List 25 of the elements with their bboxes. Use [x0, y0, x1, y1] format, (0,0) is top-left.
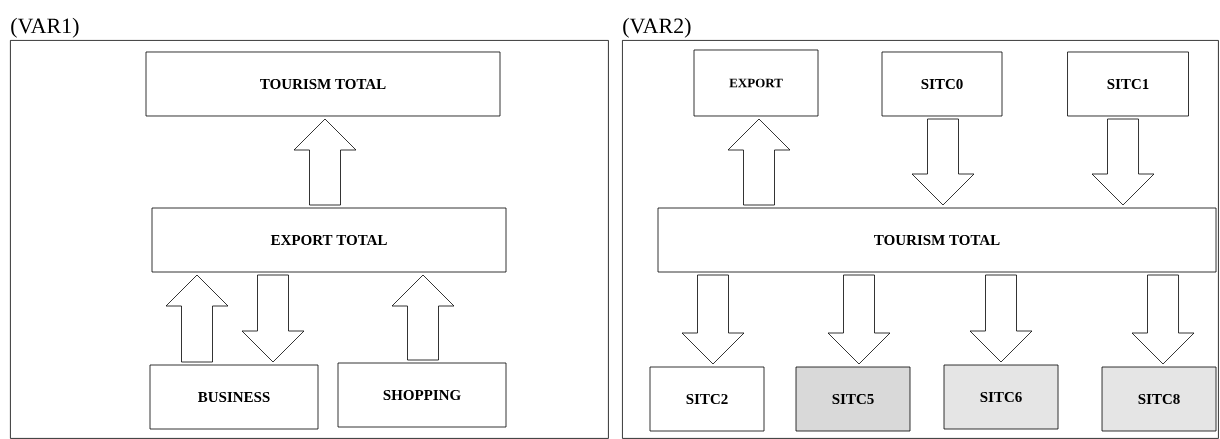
process-box: SITC5	[795, 366, 911, 432]
process-box: EXPORT	[693, 49, 819, 117]
block-arrow	[241, 274, 305, 363]
block-arrow	[1131, 274, 1195, 365]
block-arrow	[293, 118, 357, 206]
process-box: SHOPPING	[337, 362, 507, 428]
block-arrow	[165, 274, 229, 363]
process-box: TOURISM TOTAL	[657, 207, 1217, 273]
block-arrow	[911, 118, 975, 206]
block-arrow	[681, 274, 745, 365]
process-box: BUSINESS	[149, 364, 319, 430]
process-box: EXPORT TOTAL	[151, 207, 507, 273]
process-box: SITC0	[881, 51, 1003, 117]
process-box: SITC8	[1101, 366, 1217, 432]
process-box: TOURISM TOTAL	[145, 51, 501, 117]
block-arrow	[391, 274, 455, 361]
block-arrow	[1091, 118, 1155, 206]
process-box: SITC2	[649, 366, 765, 432]
process-box: SITC6	[943, 364, 1059, 430]
block-arrow	[827, 274, 891, 365]
node-label: (VAR1)	[11, 17, 79, 38]
block-arrow	[969, 274, 1033, 363]
block-arrow	[727, 118, 791, 206]
process-box: SITC1	[1067, 51, 1189, 117]
node-label: (VAR2)	[623, 17, 691, 38]
